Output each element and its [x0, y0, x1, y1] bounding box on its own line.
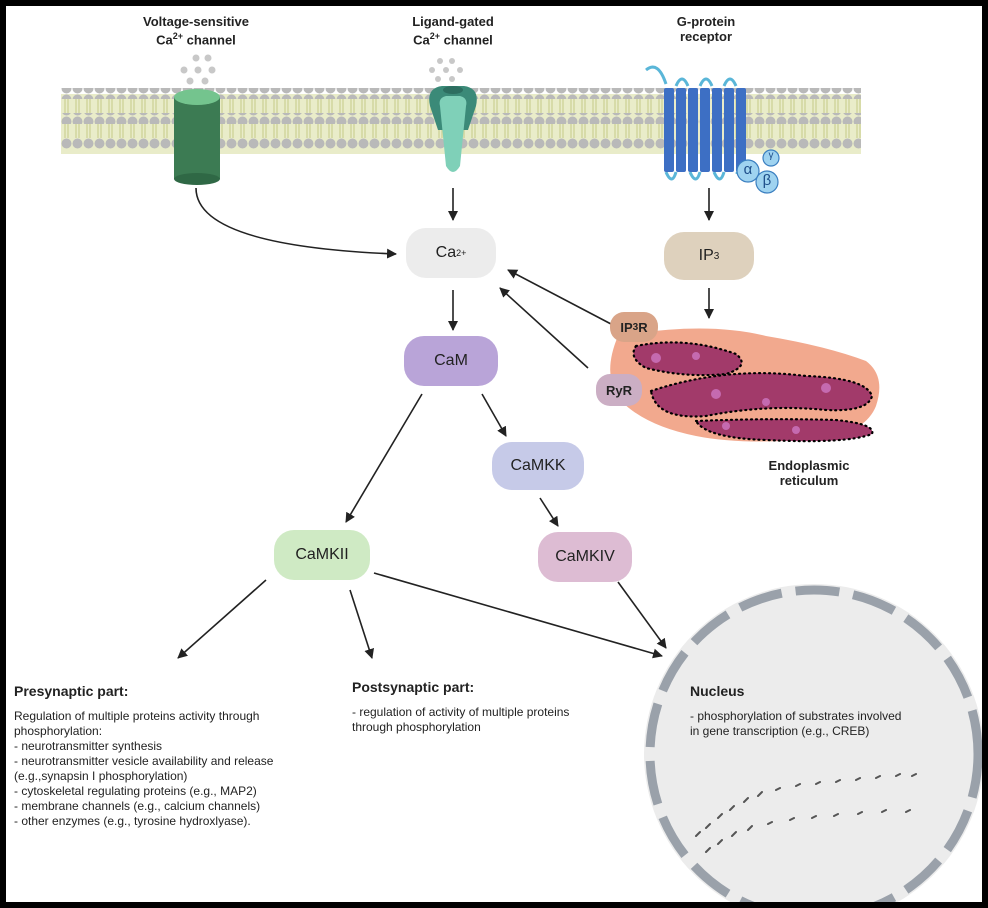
g-protein-subunits-icon [736, 149, 780, 194]
beta-subunit-label: β [762, 172, 772, 189]
ligand-gated-channel-label: Ligand-gated Ca2+ channel [412, 14, 494, 48]
camkii-node: CaMKII [274, 530, 370, 580]
camkk-node: CaMKK [492, 442, 584, 490]
pathway-arrows [177, 187, 714, 659]
g-protein-receptor-icon [645, 65, 746, 181]
voltage-sensitive-channel-label: Voltage-sensitive Ca2+ channel [143, 14, 249, 48]
calmodulin-node: CaM [404, 336, 498, 386]
ryanodine-receptor-node: RyR [596, 374, 642, 406]
nucleus-icon [644, 584, 982, 902]
postsynaptic-title: Postsynaptic part: [352, 679, 475, 695]
presynaptic-panel: Presynaptic part: Regulation of multiple… [14, 684, 344, 829]
alpha-subunit-label: α [743, 161, 753, 178]
nucleus-title: Nucleus [690, 683, 745, 699]
diagram-frame: Voltage-sensitive Ca2+ channel Ligand-ga… [6, 6, 982, 902]
endoplasmic-reticulum-icon [610, 328, 880, 443]
diagram-artwork [61, 54, 982, 902]
gamma-subunit-label: γ [768, 150, 774, 161]
nucleus-panel: Nucleus - phosphorylation of substrates … [690, 684, 950, 739]
endoplasmic-reticulum-label: Endoplasmic reticulum [768, 458, 850, 488]
voltage-sensitive-channel-icon [174, 89, 220, 185]
presynaptic-title: Presynaptic part: [14, 683, 129, 699]
camkiv-node: CaMKIV [538, 532, 632, 582]
postsynaptic-panel: Postsynaptic part: - regulation of activ… [352, 680, 632, 735]
postsynaptic-body: - regulation of activity of multiple pro… [352, 705, 570, 734]
calcium-ion-dots [180, 54, 463, 85]
g-protein-receptor-label: G-protein receptor [676, 14, 736, 44]
ligand-gated-channel-icon [429, 86, 477, 172]
nucleus-body: - phosphorylation of substrates involved… [690, 709, 902, 738]
presynaptic-body: Regulation of multiple proteins activity… [14, 709, 274, 828]
